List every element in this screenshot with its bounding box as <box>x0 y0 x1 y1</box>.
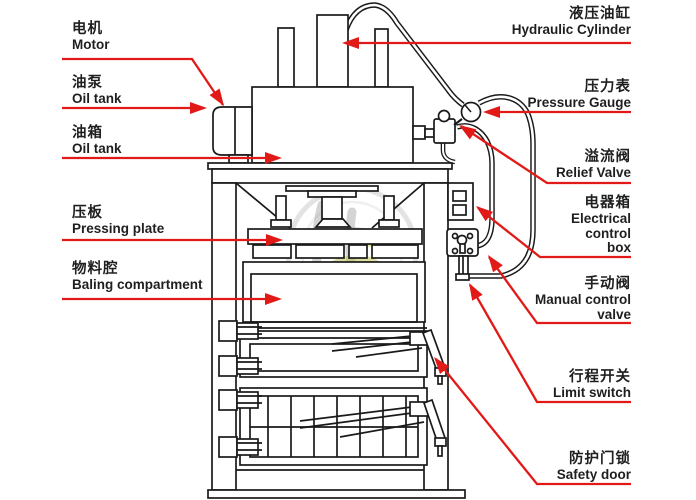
label-motor-en: Motor <box>72 37 110 52</box>
label-safety-door-zh: 防护门锁 <box>569 451 631 467</box>
label-pressure-gauge: 压力表 Pressure Gauge <box>527 79 631 111</box>
arrowhead-oil-pump <box>190 102 207 114</box>
arrowhead-oil-tank <box>265 152 282 164</box>
leader-manual-valve <box>488 255 631 325</box>
label-pressing-plate: 压板 Pressing plate <box>72 205 164 237</box>
press-assembly <box>270 185 400 228</box>
label-hydraulic-cylinder-en: Hydraulic Cylinder <box>511 22 631 37</box>
electrical-box-shape <box>447 182 474 221</box>
support-post-right <box>374 28 389 88</box>
label-oil-pump-en: Oil tank <box>72 91 122 106</box>
arrowhead-manual-valve <box>488 255 503 273</box>
leader-limit-switch <box>469 283 631 404</box>
label-electrical-control-box-en2: control <box>585 225 631 241</box>
oil-tank-shape <box>251 86 414 164</box>
label-relief-valve-en: Relief Valve <box>555 165 631 180</box>
leader-lines <box>62 37 631 486</box>
label-hydraulic-cylinder: 液压油缸 Hydraulic Cylinder <box>512 6 631 38</box>
label-oil-pump-zh: 油泵 <box>72 75 103 91</box>
label-motor: 电机 Motor <box>72 21 110 53</box>
label-electrical-control-box-zh: 电器箱 <box>584 195 631 211</box>
base-plate <box>207 489 466 499</box>
label-baling-compartment: 物料腔 Baling compartment <box>72 261 203 293</box>
hydraulic-hose <box>343 2 465 108</box>
motor-shape <box>212 106 253 164</box>
label-limit-switch: 行程开关 Limit switch <box>553 369 631 401</box>
leader-electrical-box <box>476 206 631 259</box>
leader-pressure-gauge <box>483 106 631 118</box>
label-safety-door-en: Safety door <box>556 467 631 482</box>
label-manual-control-valve-en1: Manual control <box>534 292 631 307</box>
label-electrical-control-box: 电器箱 Electrical control box <box>571 195 631 256</box>
leader-relief-valve <box>459 125 631 185</box>
label-electrical-control-box-en3: box <box>606 240 631 255</box>
door-hinges <box>218 320 262 458</box>
label-pressing-plate-zh: 压板 <box>72 205 103 221</box>
label-oil-tank-zh: 油箱 <box>72 125 103 141</box>
arrowhead-pressure-gauge <box>483 106 500 118</box>
leader-oil-tank <box>62 152 282 164</box>
top-platen <box>207 162 453 170</box>
leader-baling-compartment <box>62 293 282 305</box>
relief-valve-shape <box>412 109 456 144</box>
arrowhead-baling-compartment <box>265 293 282 305</box>
label-hydraulic-cylinder-zh: 液压油缸 <box>569 6 631 22</box>
label-relief-valve: 溢流阀 Relief Valve <box>556 149 631 181</box>
manual-valve-shape <box>446 228 479 257</box>
leader-safety-door <box>434 357 631 486</box>
label-manual-control-valve-en2: valve <box>597 306 631 322</box>
label-oil-tank-en: Oil tank <box>72 141 122 156</box>
pressing-plate-shape <box>247 228 423 259</box>
arrowhead-electrical-box <box>476 206 494 222</box>
arrowhead-relief-valve <box>459 125 477 140</box>
leader-oil-pump <box>62 102 207 114</box>
arrowhead-safety-door <box>434 357 450 374</box>
upper-door <box>239 328 447 385</box>
pressure-gauge-shape <box>453 101 482 126</box>
label-oil-pump: 油泵 Oil tank <box>72 75 122 107</box>
label-limit-switch-zh: 行程开关 <box>569 369 631 385</box>
label-baling-compartment-zh: 物料腔 <box>72 261 119 277</box>
support-post-left <box>277 27 295 88</box>
label-motor-zh: 电机 <box>72 21 103 37</box>
label-limit-switch-en: Limit switch <box>552 385 631 400</box>
leader-motor <box>62 57 224 106</box>
arrowhead-pressing-plate <box>266 234 283 246</box>
label-pressing-plate-en: Pressing plate <box>72 221 165 236</box>
arrowhead-hydraulic-cylinder <box>342 37 359 49</box>
label-pressure-gauge-zh: 压力表 <box>584 79 631 95</box>
label-relief-valve-zh: 溢流阀 <box>584 149 631 165</box>
label-oil-tank: 油箱 Oil tank <box>72 125 122 157</box>
limit-switch-shape <box>455 255 470 281</box>
arrowhead-motor <box>209 88 224 106</box>
lower-door <box>239 387 447 466</box>
hydraulic-cylinder-shape <box>316 14 349 88</box>
label-electrical-control-box-en1: Electrical <box>570 211 631 226</box>
label-pressure-gauge-en: Pressure Gauge <box>527 95 631 110</box>
arrowhead-limit-switch <box>469 283 483 301</box>
baling-compartment-shape <box>240 261 427 329</box>
pipe-loops <box>440 94 536 279</box>
leader-hydraulic-cylinder <box>342 37 631 49</box>
label-manual-control-valve-zh: 手动阀 <box>584 276 631 292</box>
label-manual-control-valve: 手动阀 Manual control valve <box>535 276 631 322</box>
label-safety-door: 防护门锁 Safety door <box>557 451 631 483</box>
machine-drawing <box>207 2 536 499</box>
leader-pressing-plate <box>62 234 283 246</box>
label-baling-compartment-en: Baling compartment <box>72 277 203 292</box>
